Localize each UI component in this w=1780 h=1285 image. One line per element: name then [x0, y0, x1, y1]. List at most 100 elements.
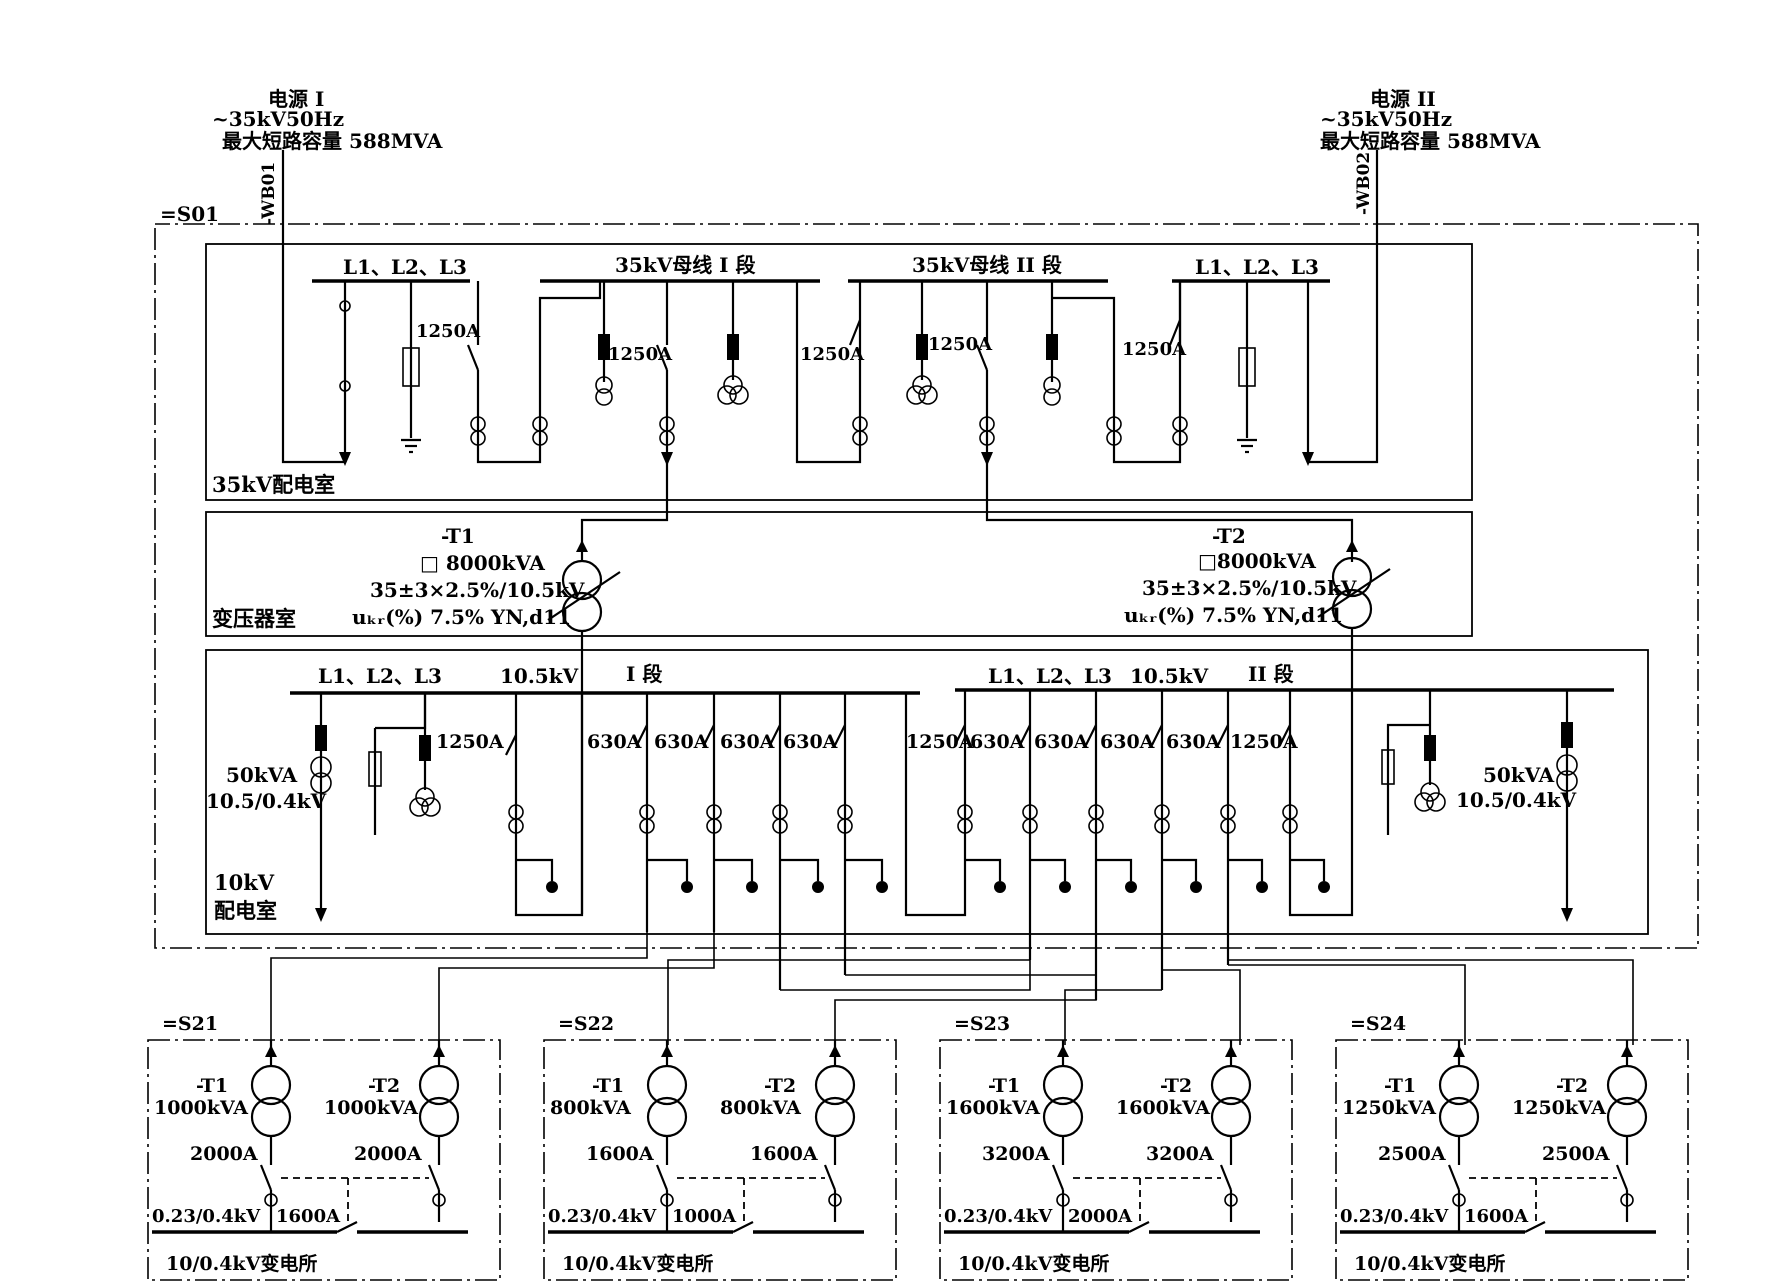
bus-35kv-phases-right-label: L1、L2、L3: [1195, 255, 1319, 279]
earth-switch-left-link: [516, 858, 554, 881]
sub1-t2-hv-winding-icon: [418, 1064, 460, 1106]
sub3-t1-hv-arrow: [1057, 1045, 1069, 1057]
s01-boundary: [154, 223, 1699, 949]
sub4-t2-hv-arrow: [1621, 1045, 1633, 1057]
room-10kv-frame: [205, 649, 1649, 935]
breaker-35-rating-4: 1250A: [928, 334, 993, 355]
sub1-t1-tag: -T1: [196, 1075, 228, 1097]
pt-10kv-right-coil-c: [1426, 792, 1446, 812]
feeder-10-rating-6: 630A: [1034, 731, 1089, 753]
earth-10-4-link: [845, 858, 884, 881]
sub3-t1-breaker-switch: [1051, 1164, 1065, 1191]
incomer-35-1-lower: [476, 370, 542, 464]
sub2-t2-hv-arrow: [829, 1045, 841, 1057]
pt-1-icon: [595, 376, 613, 394]
sub3-name: 10/0.4kV变电所: [958, 1252, 1109, 1275]
aux-left-lv-coil: [310, 772, 332, 794]
feeder-10-5-switch: [1019, 724, 1031, 746]
bus-tie-10kv-rating: 1250A: [906, 731, 974, 753]
sub4-t1-hv-arrow: [1453, 1045, 1465, 1057]
feeder-10-1-switch: [636, 724, 648, 746]
incomer-10kv-right: [1288, 690, 1354, 917]
feeder-10-7-switch: [1151, 724, 1163, 746]
sub1-boundary: [147, 1039, 501, 1281]
feeder-10-rating-5: 630A: [970, 731, 1025, 753]
sub1-t2-hv-arrow: [433, 1045, 445, 1057]
feeder-10-rating-7: 630A: [1100, 731, 1155, 753]
ct-35-1d: [532, 430, 548, 446]
source1-voltage: ~35kV50Hz: [212, 107, 344, 131]
incoming-line-1: [281, 150, 345, 464]
breaker-35-rating-1: 1250A: [416, 321, 481, 342]
sub2-t1-hv-winding-icon: [646, 1064, 688, 1106]
room-10kv-label-2: 配电室: [214, 898, 277, 923]
sub2-breaker1-rating: 1600A: [586, 1143, 654, 1165]
feeder-10-8-switch: [1217, 724, 1229, 746]
main-transformer-t2: -T2 □8000kVA 35±3×2.5%/10.5kV uₖᵣ(%) 7.5…: [1124, 524, 1391, 693]
bus-10kv-voltage-right: 10.5kV: [1130, 664, 1209, 688]
ct-10-5b: [1022, 818, 1038, 834]
sub2-t1-ct: [660, 1193, 674, 1207]
earth-10-2: [746, 881, 758, 893]
sub4-tie-switch: [1524, 1221, 1546, 1233]
sst-2-coil-a: [912, 375, 932, 395]
aux-left-arrow: [315, 908, 327, 922]
sub1-tag: =S21: [162, 1013, 218, 1035]
incoming-arrow-1: [339, 452, 351, 466]
sub4-t1-ct: [1452, 1193, 1466, 1207]
bus-tie-10kv-switch: [954, 724, 966, 746]
incomer-10kv-left: [514, 693, 584, 917]
feeders-10kv-section-1: 630A 630A 630A 630A: [587, 693, 908, 990]
outgoing-cables: [270, 932, 1634, 1045]
cable-s24-t2: [1228, 959, 1634, 1045]
t2-ratio: 35±3×2.5%/10.5kV: [1142, 576, 1357, 600]
sub2-tie-switch: [732, 1221, 754, 1233]
sst-1-coil-c: [729, 385, 749, 405]
sub1-t1-hv-arrow: [265, 1045, 277, 1057]
pt-10kv-left-coil-c: [421, 797, 441, 817]
pt-2-icon: [1043, 376, 1061, 394]
sub3-t2-hv-arrow: [1225, 1045, 1237, 1057]
t1-impedance: uₖᵣ(%) 7.5% YN,d11: [352, 605, 571, 629]
station-tag-s01: =S01: [160, 202, 219, 226]
sub2-lv-voltage: 0.23/0.4kV: [548, 1206, 657, 1227]
bus-10kv-section-1-label: I 段: [626, 662, 662, 686]
aux-left-ratio: 10.5/0.4kV: [206, 789, 327, 813]
earth-10-tie: [994, 881, 1006, 893]
arrester-10kv-right-icon: [1381, 749, 1395, 785]
sub2-t2-rating: 800kVA: [720, 1097, 801, 1119]
pt-10kv-right-fuse: [1424, 735, 1436, 761]
pt-fuse-2: [1046, 334, 1058, 360]
sub3-t2-hv-winding-icon: [1210, 1064, 1252, 1106]
incomer-10kv-right-rating: 1250A: [1230, 731, 1298, 753]
sst-1-coil-b: [717, 385, 737, 405]
sub3-tag: =S23: [954, 1013, 1010, 1035]
bus-tie-10kv: [904, 690, 967, 917]
earth-10-2-link: [714, 858, 754, 881]
ct-35-5b: [1106, 430, 1122, 446]
pt-10kv-right-coil-b: [1414, 792, 1434, 812]
t2-hv-arrow: [1346, 540, 1358, 552]
sub1-breaker2-rating: 2000A: [354, 1143, 422, 1165]
earth-10-4: [876, 881, 888, 893]
ct-35-5d: [1172, 430, 1188, 446]
sub4-lv-voltage: 0.23/0.4kV: [1340, 1206, 1449, 1227]
aux-right-fuse: [1561, 722, 1573, 748]
t2-feeder-35-switch: [975, 344, 989, 371]
line-tag-wb01: -WB01: [259, 162, 279, 225]
sub2-t1-hv-arrow: [661, 1045, 673, 1057]
arrester-10kv-left-icon: [368, 751, 382, 787]
incomer-35-2-tie: [1052, 281, 1182, 464]
t2-primary-winding-icon: [1331, 556, 1373, 598]
transformer-room-frame: [205, 511, 1473, 637]
room-35kv-label: 35kV配电室: [212, 472, 335, 497]
earth-10-5: [1059, 881, 1071, 893]
bus-35kv-phases-left-label: L1、L2、L3: [343, 255, 467, 279]
feeder-10-rating-3: 630A: [720, 731, 775, 753]
sub2-breaker2-rating: 1600A: [750, 1143, 818, 1165]
sub2-tie-rating: 1000A: [672, 1206, 737, 1227]
ct-10-8b: [1220, 818, 1236, 834]
incomer-35-1-tie: [538, 281, 602, 400]
